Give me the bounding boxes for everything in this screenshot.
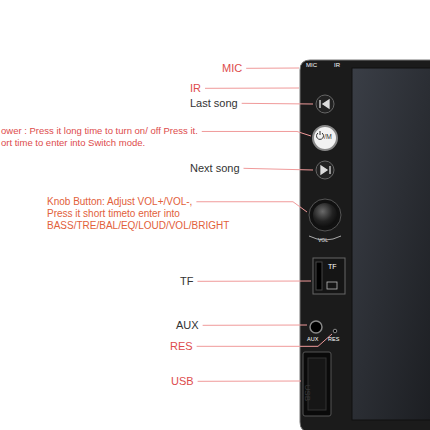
bezel	[300, 60, 430, 430]
callout-label: Press it short timeto enter into	[47, 208, 180, 220]
panel-marking: MIC	[306, 62, 317, 69]
panel-marking: AUX	[307, 336, 318, 342]
knob	[313, 203, 337, 227]
leader-line	[242, 103, 313, 105]
card-icon	[327, 282, 337, 289]
tf-slot	[313, 258, 345, 294]
leader-line	[244, 168, 313, 170]
callout-label: RES	[170, 340, 193, 353]
panel-marking: USB	[302, 385, 311, 401]
last-song-button	[316, 95, 334, 113]
power-icon	[317, 131, 324, 139]
callout-label: IR	[190, 82, 201, 95]
callout-label: ort time to enter into Switch mode.	[1, 138, 145, 149]
reset-hole	[333, 329, 337, 333]
usb-inner	[308, 358, 326, 410]
callout-label: Knob Button: Adjust VOL+/VOL-,	[47, 196, 192, 208]
panel-marking: RES	[328, 336, 339, 342]
callout-label: AUX	[176, 319, 199, 332]
callout-label: USB	[171, 375, 194, 388]
leader-line	[198, 381, 301, 382]
aux-jack	[310, 321, 322, 333]
leader-line	[202, 131, 311, 136]
leader-line	[205, 88, 299, 89]
panel-marking: IR	[334, 62, 340, 69]
panel-marking: /M	[324, 133, 332, 141]
next-song-button	[316, 161, 334, 179]
callout-label: MIC	[222, 62, 242, 75]
next-icon	[321, 166, 330, 174]
callout-label: TF	[180, 275, 193, 288]
leader-line	[203, 325, 307, 326]
knob-ring	[309, 199, 341, 231]
callout-label: Next song	[190, 162, 240, 175]
leader-line	[196, 202, 307, 212]
leader-line	[197, 281, 311, 282]
tf-opening	[316, 262, 322, 290]
leader-line	[197, 334, 332, 346]
panel-marking: TF	[328, 263, 337, 271]
leader-line	[246, 68, 299, 69]
usb-port	[303, 352, 331, 416]
power-button	[313, 126, 337, 150]
prev-icon	[320, 100, 329, 108]
callout-label: ower : Press it long time to turn on/ of…	[1, 126, 198, 137]
panel-marking: VOL	[318, 238, 328, 244]
screen	[352, 68, 430, 420]
callout-label: Last song	[190, 97, 238, 110]
callout-label: BASS/TRE/BAL/EQ/LOUD/VOL/BRIGHT	[47, 220, 229, 232]
